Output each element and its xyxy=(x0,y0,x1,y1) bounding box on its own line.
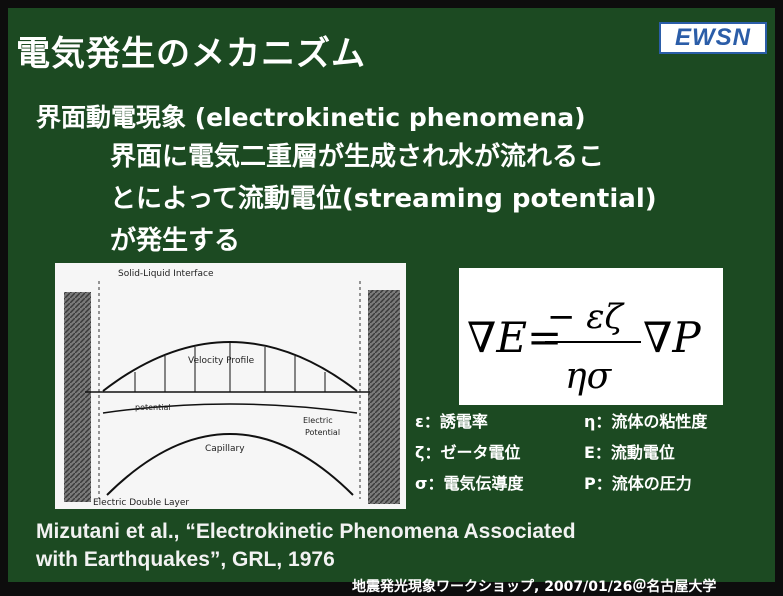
formula-numerator: − εζ xyxy=(547,297,626,337)
electric-potential-curve xyxy=(106,433,354,496)
velocity-profile xyxy=(102,341,358,392)
citation: Mizutani et al., “Electrokinetic Phenome… xyxy=(36,518,576,574)
symbol-p: P：流体の圧力 xyxy=(584,474,692,493)
citation-line-2: with Earthquakes”, GRL, 1976 xyxy=(36,548,335,571)
symbol-sigma: σ：電気伝導度 xyxy=(415,474,524,493)
slide: 電気発生のメカニズム EWSN 界面動電現象 (electrokinetic p… xyxy=(8,8,775,595)
figure-label-interface: Solid-Liquid Interface xyxy=(118,269,214,279)
figure-label-double-layer: Electric Double Layer xyxy=(93,498,189,508)
figure-label-potential-2: Potential xyxy=(305,428,340,437)
formula-svg: ∇E= − εζ ησ ∇P xyxy=(467,297,701,397)
symbol-eta: η：流体の粘性度 xyxy=(584,412,708,431)
symbol-zeta: ζ：ゼータ電位 xyxy=(415,443,521,462)
bullet-line-2: 界面に電気二重層が生成され水が流れるこ xyxy=(110,142,605,172)
footer: 地震発光現象ワークショップ, 2007/01/26＠名古屋大学 xyxy=(352,579,717,595)
bullet-line-3: とによって流動電位(streaming potential) xyxy=(110,184,657,214)
right-wall xyxy=(368,290,400,504)
capillary-diagram-svg: Solid-Liquid Interface Velocity Profile … xyxy=(55,263,406,509)
formula-rhs: ∇P xyxy=(643,313,701,362)
formula-denominator: ησ xyxy=(565,356,613,397)
capillary-diagram: Solid-Liquid Interface Velocity Profile … xyxy=(55,263,406,509)
bullet-line-4: が発生する xyxy=(110,226,241,256)
slide-title: 電気発生のメカニズム xyxy=(16,34,366,74)
zeta-potential-curve xyxy=(102,403,358,414)
symbol-e: E：流動電位 xyxy=(584,443,675,462)
ewsn-logo: EWSN xyxy=(659,22,767,54)
figure-label-electric: Electric xyxy=(303,416,333,425)
figure-label-velocity: Velocity Profile xyxy=(188,356,255,366)
left-wall xyxy=(64,292,91,502)
formula-lhs: ∇E= xyxy=(467,313,562,362)
figure-label-capillary: Capillary xyxy=(205,444,245,454)
citation-line-1: Mizutani et al., “Electrokinetic Phenome… xyxy=(36,520,576,543)
streaming-potential-formula: ∇E= − εζ ησ ∇P xyxy=(459,268,723,405)
figure-label-potential: potential xyxy=(135,403,171,412)
bullet-line-1: 界面動電現象 (electrokinetic phenomena) xyxy=(36,103,586,132)
symbol-epsilon: ε：誘電率 xyxy=(415,412,488,431)
velocity-arrows xyxy=(134,343,326,392)
